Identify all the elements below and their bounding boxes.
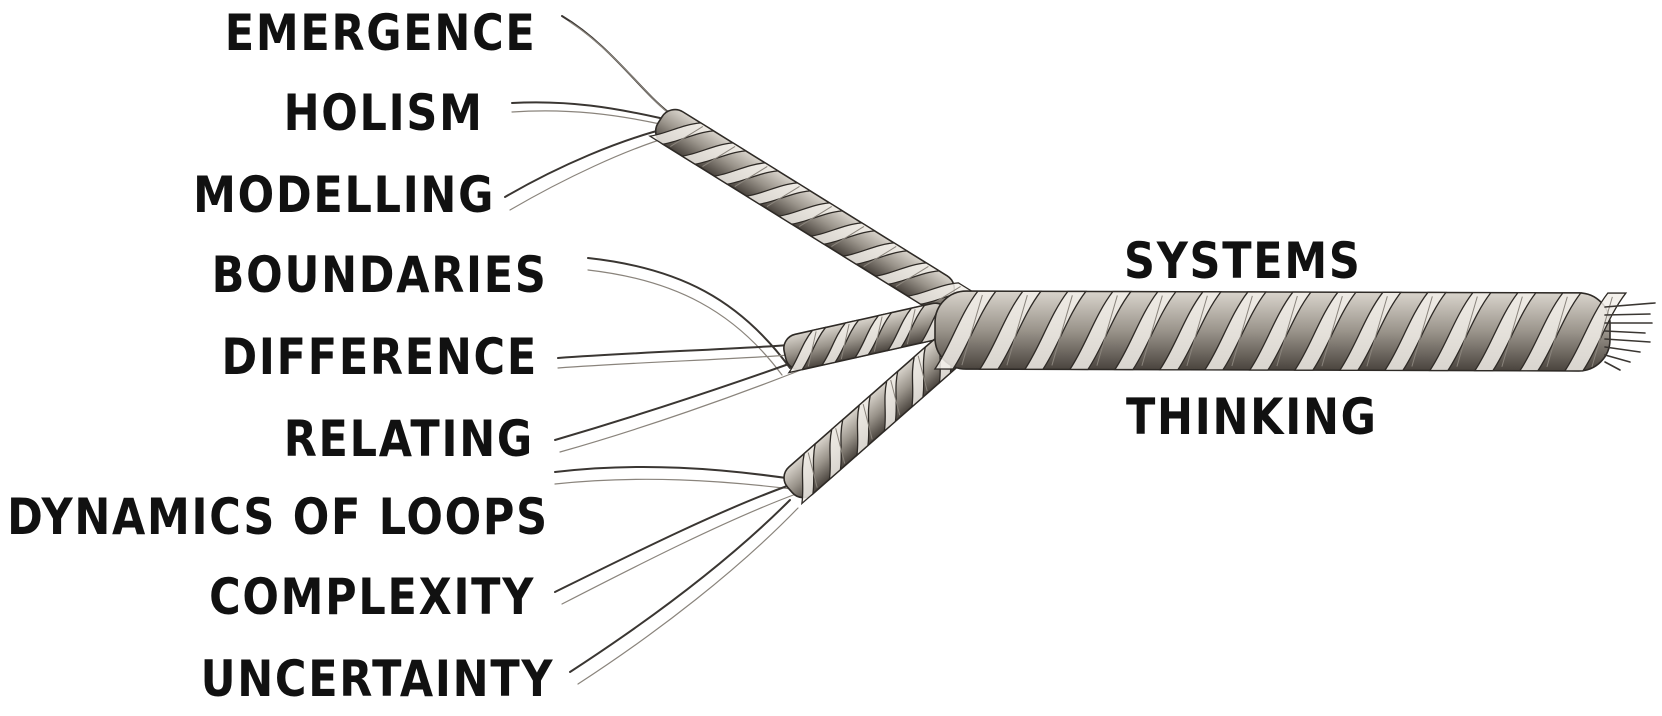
fiber-difference-inner (558, 355, 790, 368)
fiber-complexity-inner (562, 494, 796, 604)
fiber-dynamics-inner (555, 479, 800, 490)
fiber-modelling (505, 128, 668, 197)
fiber-relating-inner (560, 368, 806, 452)
fiber-holism (512, 102, 660, 118)
label-relating: RELATING (284, 414, 534, 464)
label-difference: DIFFERENCE (222, 332, 538, 382)
label-thinking: THINKING (1126, 392, 1378, 442)
label-boundaries: BOUNDARIES (212, 250, 548, 300)
label-uncertainty: UNCERTAINTY (200, 654, 554, 704)
fiber-boundaries-inner (588, 270, 782, 375)
sub-ropes (650, 104, 977, 504)
label-holism: HOLISM (284, 88, 484, 138)
label-systems: SYSTEMS (1124, 236, 1362, 286)
fiber-relating (555, 360, 800, 440)
fiber-uncertainty-inner (578, 508, 798, 684)
main-rope-body (935, 291, 1626, 371)
fiber-uncertainty (570, 500, 790, 672)
fiber-difference (558, 345, 790, 358)
fiber-dynamics (555, 467, 800, 480)
label-dynamics-of-loops: DYNAMICS OF LOOPS (7, 492, 549, 542)
label-modelling: MODELLING (193, 170, 495, 220)
fiber-emergence-inner (570, 22, 672, 116)
label-emergence: EMERGENCE (224, 8, 536, 58)
fiber-group-bottom (555, 467, 800, 684)
label-complexity: COMPLEXITY (209, 572, 535, 622)
fiber-complexity (555, 485, 790, 592)
main-rope (935, 291, 1626, 371)
fiber-group-middle (555, 258, 806, 452)
sub-rope-top (650, 104, 971, 323)
fiber-modelling-inner (510, 136, 672, 210)
